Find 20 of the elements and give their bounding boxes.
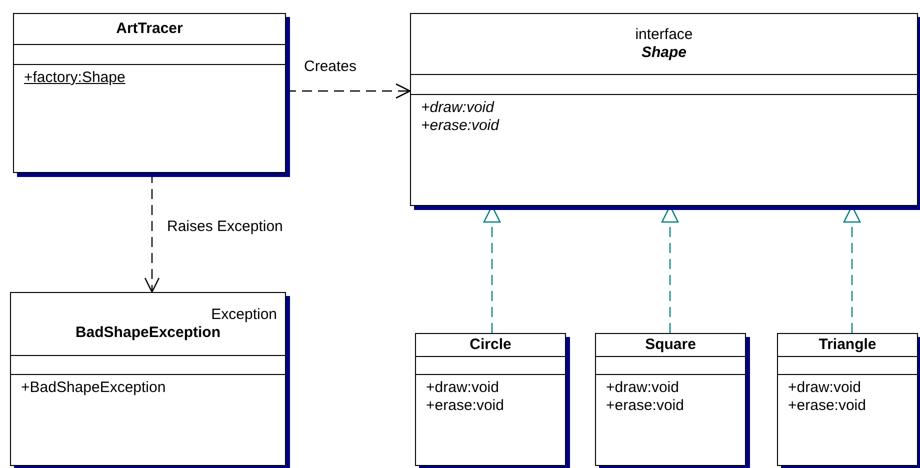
edge-label: Raises Exception — [165, 218, 285, 236]
operation-text: +draw:void — [426, 379, 499, 397]
operation-text: +erase:void — [606, 397, 684, 415]
class-name: Circle — [468, 336, 512, 354]
operation-text: +erase:void — [788, 397, 866, 415]
operation-text: +BadShapeException — [21, 379, 166, 397]
class-name: ArtTracer — [115, 20, 184, 38]
operation-text: +erase:void — [421, 117, 499, 135]
operation-text: +erase:void — [426, 397, 504, 415]
stereotype-label: Exception — [210, 306, 278, 324]
class-box — [777, 333, 918, 466]
attribute-text: +factory:Shape — [24, 69, 126, 87]
class-name: Square — [644, 336, 697, 354]
operation-text: +draw:void — [421, 99, 494, 117]
class-name: Triangle — [818, 336, 878, 354]
stereotype-label: interface — [634, 26, 694, 44]
operation-text: +draw:void — [788, 379, 861, 397]
class-name: Shape — [640, 44, 688, 62]
class-name: BadShapeException — [74, 324, 222, 342]
operation-text: +draw:void — [606, 379, 679, 397]
